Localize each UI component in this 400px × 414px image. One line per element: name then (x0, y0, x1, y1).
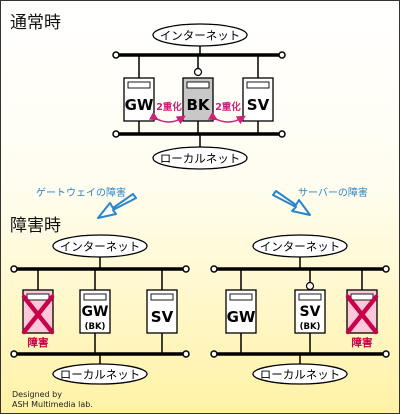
gw-backup-server: GW (BK) (79, 289, 111, 334)
gw-server: GW (123, 77, 155, 122)
failure-label: 障害 (352, 336, 373, 349)
failed-gw-server: 障害 (21, 289, 55, 349)
local-cloud (52, 363, 148, 385)
bus-terminator (210, 350, 218, 358)
bus-terminator (112, 51, 120, 59)
sv-server: SV (146, 289, 178, 334)
failed-sv-server: 障害 (345, 289, 379, 349)
local-label: ローカルネット (260, 368, 341, 382)
duplex-label: 2重化 (156, 101, 182, 113)
backup-tag: (BK) (300, 322, 321, 332)
duplex-arc-gw-bk (148, 111, 186, 125)
gw-server: GW (225, 289, 257, 334)
internet-label: インターネット (260, 240, 341, 254)
gw-label: GW (227, 308, 256, 326)
bus-terminator (278, 130, 286, 138)
internet-cloud (152, 23, 248, 47)
status-lamp (305, 281, 315, 291)
server-failure-scenario: インターネット GW SV (BK) 障害 (210, 234, 390, 385)
internet-label: インターネット (60, 240, 141, 254)
bus-terminator (278, 51, 286, 59)
sv-label: SV (247, 96, 270, 114)
bus-terminator (112, 130, 120, 138)
bus-terminator (210, 265, 218, 273)
server-failure-caption: サーバーの障害 (298, 186, 368, 199)
arrow-down-right-icon (272, 190, 311, 216)
sv-label: SV (300, 304, 321, 320)
sv-label: SV (151, 308, 174, 326)
bus-terminator (182, 350, 190, 358)
cross-icon (21, 294, 55, 335)
section-title-normal: 通常時 (10, 13, 61, 33)
backup-tag: (BK) (85, 322, 106, 332)
section-title-failure: 障害時 (10, 216, 61, 236)
gw-label: GW (125, 96, 154, 114)
bus-terminator (10, 350, 18, 358)
gateway-failure-scenario: インターネット 障害 GW (BK) SV ロ (10, 234, 190, 385)
bus-terminator (382, 350, 390, 358)
local-label: ローカルネット (160, 152, 241, 166)
status-lamp (193, 67, 203, 77)
credit-line-1: Designed by (12, 390, 62, 399)
bk-label: BK (186, 96, 210, 114)
local-label: ローカルネット (60, 368, 141, 382)
duplex-label: 2重化 (215, 101, 241, 113)
duplex-arc-bk-sv (207, 111, 246, 125)
bus-terminator (382, 265, 390, 273)
failure-label: 障害 (28, 336, 49, 349)
local-cloud (152, 146, 248, 170)
bus-terminator (182, 265, 190, 273)
gw-label: GW (82, 304, 109, 320)
internet-cloud (52, 234, 148, 258)
sv-server: SV (242, 77, 274, 122)
arrow-down-left-icon (97, 193, 137, 219)
cross-icon (345, 294, 379, 335)
credit-line-2: ASH Multimedia lab. (12, 400, 93, 409)
internet-cloud (252, 234, 348, 258)
gateway-failure-caption: ゲートウェイの障害 (36, 186, 126, 199)
internet-label: インターネット (160, 29, 241, 43)
sv-backup-server: SV (BK) (294, 281, 326, 334)
local-cloud (252, 363, 348, 385)
bus-terminator (10, 265, 18, 273)
